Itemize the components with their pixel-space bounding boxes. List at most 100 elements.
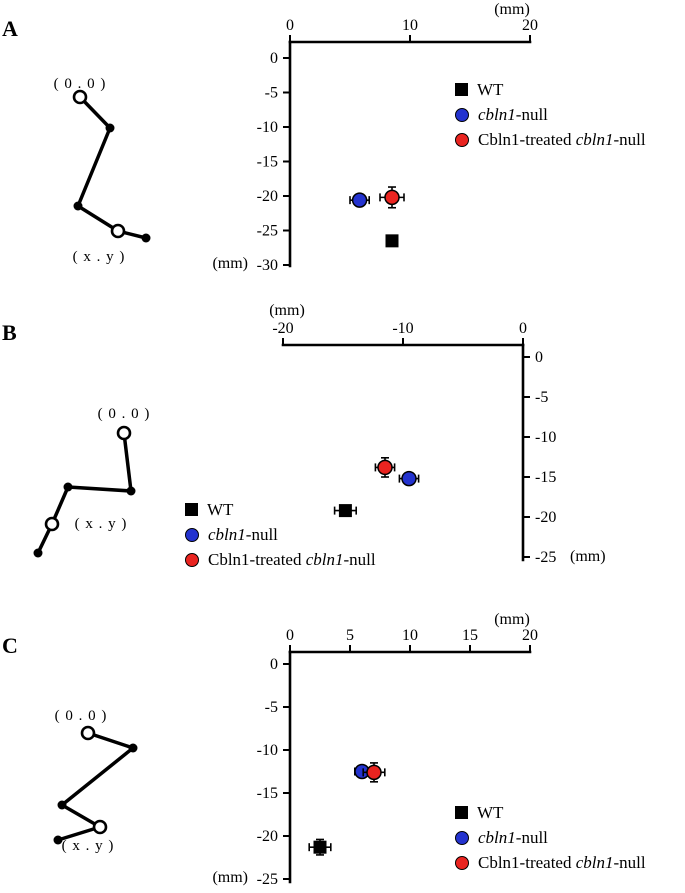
x-axis-unit-label: (mm) xyxy=(494,611,530,628)
wt-square-marker-icon xyxy=(455,806,468,819)
legend-label: cbln1-null xyxy=(208,524,278,544)
y-tick-label: -25 xyxy=(535,549,556,566)
joint-open xyxy=(44,516,60,532)
legend-item-cbln1-null: cbln1-null xyxy=(185,522,376,547)
origin-coordinate-label: ( 0 . 0 ) xyxy=(53,76,107,92)
x-tick-label: 0 xyxy=(519,320,527,337)
data-point-cbln1-treated-cbln1-null xyxy=(377,459,393,476)
cbln1-null-circle-marker-icon xyxy=(455,830,469,845)
y-tick-label: -30 xyxy=(257,257,278,274)
legend-panel-c: WT cbln1-null Cbln1-treated cbln1-null xyxy=(455,800,646,875)
y-axis-unit-label: (mm) xyxy=(212,869,248,886)
x-tick-label: 20 xyxy=(522,17,538,34)
data-point-wt xyxy=(385,234,399,248)
data-point-cbln1-treated-cbln1-null xyxy=(384,189,400,206)
end-coordinate-label: ( x . y ) xyxy=(74,516,128,532)
joint-filled xyxy=(53,835,63,845)
legend-label: cbln1-null xyxy=(478,104,548,124)
limb-segment xyxy=(66,485,133,493)
joint-filled xyxy=(126,486,136,496)
x-tick-label: 20 xyxy=(522,627,538,644)
limb-segment xyxy=(86,731,135,750)
data-point-wt xyxy=(313,840,327,854)
joint-filled xyxy=(128,743,138,753)
data-point-cbln1-treated-cbln1-null xyxy=(366,764,382,781)
panel-b-label: B xyxy=(2,320,17,345)
y-tick-label: -25 xyxy=(257,223,278,240)
origin-coordinate-label: ( 0 . 0 ) xyxy=(97,406,151,422)
x-tick-label: 10 xyxy=(402,17,418,34)
x-tick-label: 0 xyxy=(286,17,294,34)
cbln1-treated-circle-marker-icon xyxy=(455,855,469,870)
legend-panel-a: WT cbln1-null Cbln1-treated cbln1-null xyxy=(455,77,646,152)
legend-item-cbln1-treated: Cbln1-treated cbln1-null xyxy=(455,850,646,875)
data-point-wt xyxy=(338,504,352,518)
y-tick-label: -5 xyxy=(535,389,548,406)
joint-filled xyxy=(33,548,43,558)
y-tick-label: 0 xyxy=(270,50,278,67)
limb-segment xyxy=(56,825,102,842)
wt-square-marker-icon xyxy=(185,503,198,516)
joint-open xyxy=(80,725,96,741)
limb-segment xyxy=(76,204,120,233)
x-tick-label: -20 xyxy=(272,320,293,337)
y-tick-label: -20 xyxy=(535,509,556,526)
joint-open xyxy=(110,223,126,239)
x-axis-unit-label: (mm) xyxy=(269,302,305,319)
x-tick-label: 10 xyxy=(402,627,418,644)
legend-label: WT xyxy=(477,79,504,99)
y-tick-label: -10 xyxy=(257,119,278,136)
x-tick-label: 5 xyxy=(346,627,354,644)
legend-item-cbln1-treated: Cbln1-treated cbln1-null xyxy=(455,127,646,152)
joint-open xyxy=(92,819,108,835)
joint-open xyxy=(72,89,88,105)
cbln1-null-circle-marker-icon xyxy=(455,107,469,122)
panel-a-label: A xyxy=(2,16,18,41)
y-tick-label: -20 xyxy=(257,188,278,205)
limb-segment xyxy=(122,431,133,493)
data-point-cbln1-null xyxy=(351,192,368,208)
legend-item-cbln1-null: cbln1-null xyxy=(455,825,646,850)
x-tick-label: 0 xyxy=(286,627,294,644)
legend-label: cbln1-null xyxy=(478,827,548,847)
legend-label: Cbln1-treated cbln1-null xyxy=(208,549,376,569)
y-axis-unit-label: (mm) xyxy=(212,255,248,272)
end-coordinate-label: ( x . y ) xyxy=(72,249,126,265)
y-tick-label: -15 xyxy=(535,469,556,486)
joint-filled xyxy=(57,800,67,810)
y-tick-label: -20 xyxy=(257,828,278,845)
wt-square-marker-icon xyxy=(455,83,468,96)
limb-segment xyxy=(76,126,112,208)
cbln1-treated-circle-marker-icon xyxy=(185,552,199,567)
x-tick-label: -10 xyxy=(392,320,413,337)
y-tick-label: 0 xyxy=(270,656,278,673)
panel-c-label: C xyxy=(2,633,18,658)
y-tick-label: -25 xyxy=(257,871,278,888)
legend-label: Cbln1-treated cbln1-null xyxy=(478,852,646,872)
limb-segment xyxy=(60,803,102,829)
y-tick-label: -15 xyxy=(257,785,278,802)
limb-segment xyxy=(60,746,135,807)
legend-item-wt: WT xyxy=(185,497,376,522)
y-tick-label: -5 xyxy=(265,85,278,102)
legend-item-wt: WT xyxy=(455,77,646,102)
data-point-cbln1-null xyxy=(401,470,417,487)
cbln1-null-circle-marker-icon xyxy=(185,527,199,542)
y-axis-unit-label: (mm) xyxy=(570,548,606,565)
joint-filled xyxy=(73,201,83,211)
legend-item-wt: WT xyxy=(455,800,646,825)
joint-filled xyxy=(105,123,115,133)
legend-label: WT xyxy=(207,499,234,519)
y-tick-label: 0 xyxy=(535,349,543,366)
origin-coordinate-label: ( 0 . 0 ) xyxy=(54,708,108,724)
y-tick-label: -5 xyxy=(265,699,278,716)
legend-panel-b: WT cbln1-null Cbln1-treated cbln1-null xyxy=(185,497,376,572)
cbln1-treated-circle-marker-icon xyxy=(455,132,469,147)
end-coordinate-label: ( x . y ) xyxy=(61,838,115,854)
y-tick-label: -10 xyxy=(257,742,278,759)
legend-label: WT xyxy=(477,802,504,822)
y-tick-label: -10 xyxy=(535,429,556,446)
legend-item-cbln1-treated: Cbln1-treated cbln1-null xyxy=(185,547,376,572)
